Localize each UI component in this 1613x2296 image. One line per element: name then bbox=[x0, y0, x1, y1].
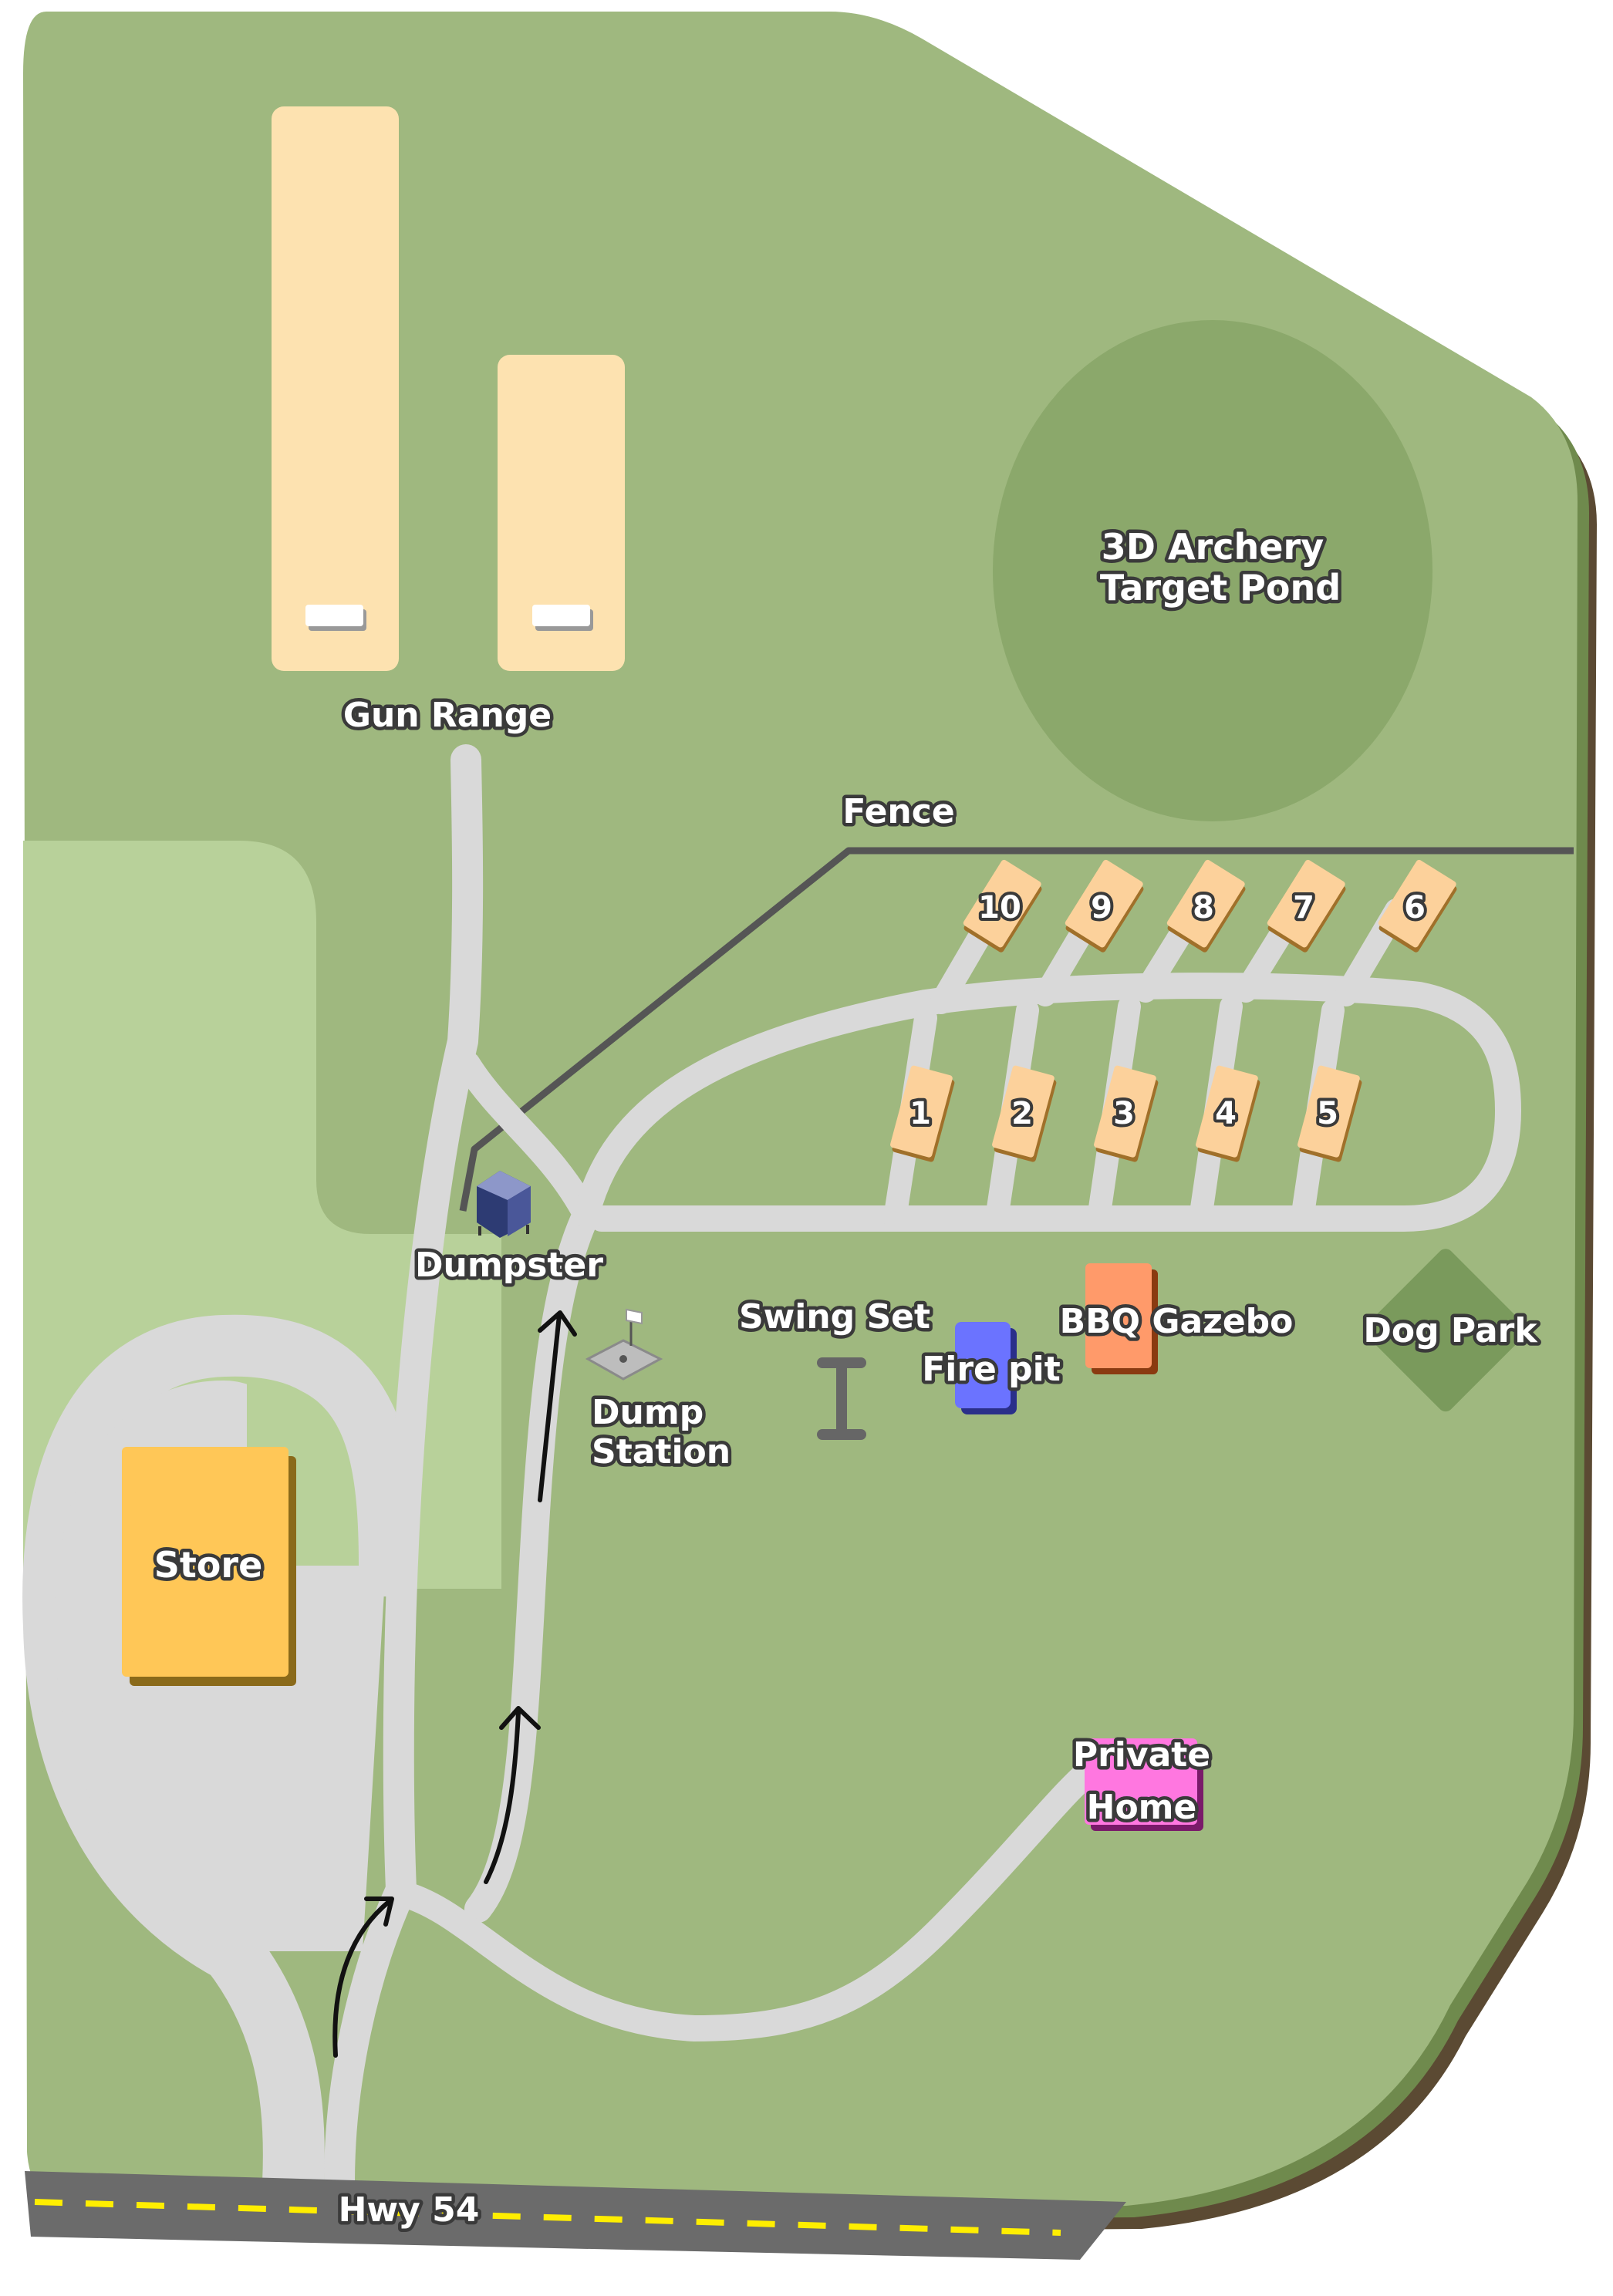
campsite-10-number: 10 bbox=[978, 890, 1021, 925]
fence-label: Fence bbox=[842, 792, 954, 831]
dog-park-label: Dog Park bbox=[1363, 1311, 1538, 1350]
campsite-3[interactable]: 3 bbox=[1092, 1065, 1160, 1163]
store-road-loop bbox=[22, 1314, 417, 2213]
gun-range-lane-2[interactable] bbox=[498, 355, 625, 671]
campsite-2-number: 2 bbox=[1011, 1096, 1033, 1131]
campground-road bbox=[464, 1201, 600, 1923]
store-building[interactable] bbox=[122, 1447, 289, 1677]
diagonal-road bbox=[454, 1051, 599, 1228]
arrow-icon-2-head bbox=[499, 1706, 541, 1730]
arrow-icon-1-head bbox=[364, 1896, 394, 1927]
shooting-bench-2-top bbox=[532, 605, 590, 626]
campsite-1-number: 1 bbox=[909, 1096, 931, 1131]
arrow-icon-1 bbox=[332, 1899, 392, 2058]
entry-road bbox=[324, 744, 484, 2198]
campsite-4-number: 4 bbox=[1215, 1096, 1237, 1131]
archery-label-line2: Target Pond bbox=[1100, 567, 1341, 609]
fire-pit-label: Fire pit bbox=[922, 1350, 1061, 1389]
gun-range-lane-1[interactable] bbox=[272, 106, 399, 671]
private-home-label-line1: Private bbox=[1073, 1735, 1210, 1775]
dump-station-label-line1: Dump bbox=[592, 1393, 704, 1432]
dog-park[interactable] bbox=[1361, 1246, 1530, 1414]
campsite-9[interactable]: 9 bbox=[1062, 858, 1147, 953]
dump-station-icon[interactable] bbox=[585, 1308, 663, 1381]
campsite-8[interactable]: 8 bbox=[1164, 858, 1249, 953]
campsite-loop-road bbox=[573, 973, 1521, 1232]
arrow-icon-3 bbox=[538, 1313, 562, 1502]
campsite-7[interactable]: 7 bbox=[1264, 858, 1349, 953]
bbq-gazebo[interactable] bbox=[1085, 1263, 1152, 1368]
arrow-icon-2 bbox=[484, 1710, 521, 1884]
archery-pond bbox=[993, 320, 1432, 821]
highway-center-line bbox=[34, 2199, 1061, 2236]
campsite-3-number: 3 bbox=[1113, 1096, 1135, 1131]
private-home-label-line2: Home bbox=[1087, 1788, 1197, 1827]
bbq-gazebo-label: BBQ Gazebo bbox=[1060, 1302, 1294, 1341]
campsite-8-number: 8 bbox=[1193, 890, 1214, 925]
store-label: Store bbox=[154, 1544, 263, 1586]
campsite-5[interactable]: 5 bbox=[1296, 1065, 1364, 1163]
private-home[interactable] bbox=[1085, 1738, 1197, 1825]
highway-label: Hwy 54 bbox=[339, 2190, 480, 2230]
campsite-1[interactable]: 1 bbox=[889, 1065, 957, 1163]
campsite-5-number: 5 bbox=[1317, 1096, 1338, 1131]
campsite-6[interactable]: 6 bbox=[1375, 858, 1460, 953]
campsites: 1 2 3 4 5 10 9 bbox=[889, 856, 1460, 1163]
swing-set-icon[interactable] bbox=[817, 1357, 866, 1440]
campsite-4[interactable]: 4 bbox=[1194, 1065, 1262, 1163]
dumpster-label: Dumpster bbox=[415, 1246, 603, 1285]
direction-arrows bbox=[332, 1310, 577, 2058]
campsite-10[interactable]: 10 bbox=[957, 856, 1046, 954]
campsite-2[interactable]: 2 bbox=[990, 1065, 1058, 1163]
arrow-icon-3-head bbox=[538, 1310, 577, 1337]
campsite-9-number: 9 bbox=[1091, 890, 1112, 925]
highway-54 bbox=[25, 2171, 1126, 2260]
gun-range-label: Gun Range bbox=[343, 696, 552, 735]
dump-station-label-line2: Station bbox=[592, 1432, 731, 1472]
private-home-road bbox=[388, 1753, 1109, 2041]
campsite-7-number: 7 bbox=[1293, 890, 1314, 925]
shooting-bench-1-top bbox=[305, 605, 363, 626]
swing-set-label: Swing Set bbox=[739, 1297, 930, 1337]
dumpster-icon[interactable] bbox=[477, 1171, 531, 1238]
fire-pit[interactable] bbox=[955, 1322, 1011, 1408]
archery-label-line1: 3D Archery bbox=[1102, 526, 1324, 568]
fence-line bbox=[459, 847, 1574, 1212]
campsite-6-number: 6 bbox=[1404, 890, 1426, 925]
